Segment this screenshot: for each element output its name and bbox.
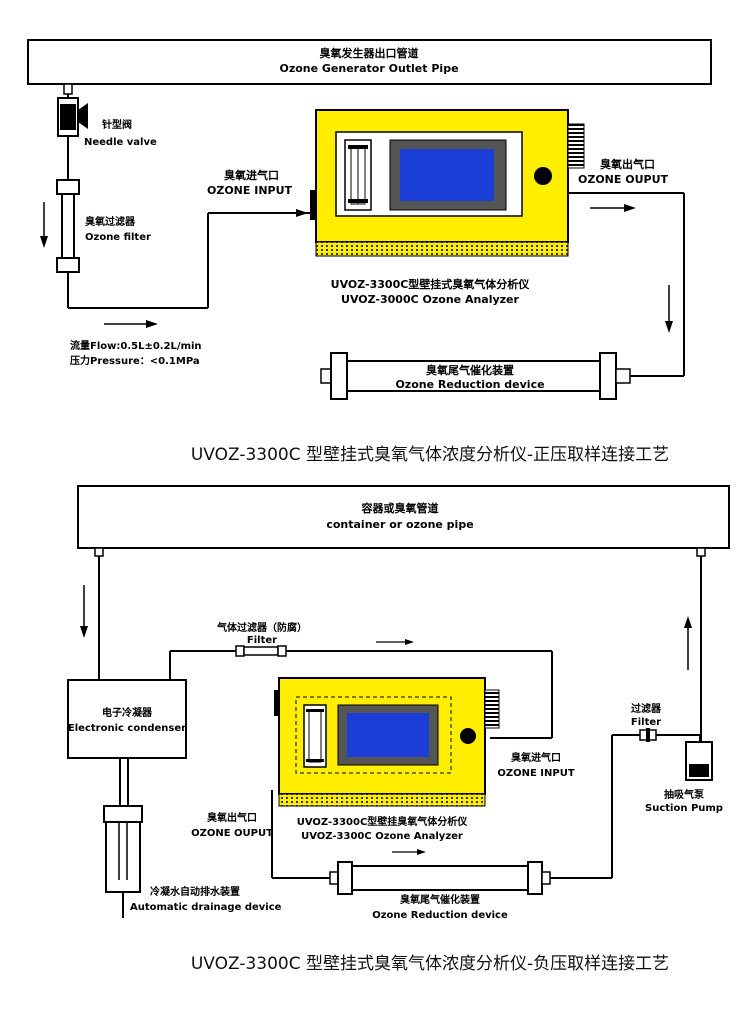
- analyzer-2-label-cn: UVOZ-3300C型壁挂臭氧气体分析仪: [297, 815, 469, 828]
- ozone-filter-label-en: Ozone filter: [85, 232, 151, 243]
- electronic-condenser: 电子冷凝器 Electronic condenser: [67, 679, 187, 759]
- flow-arrow-down-1: [40, 202, 48, 248]
- outlet-line-1: [568, 192, 685, 377]
- drainage-label-en: Automatic drainage device: [130, 902, 282, 913]
- flow-arrow-up: [684, 616, 692, 670]
- container-pipe: 容器或臭氧管道 container or ozone pipe: [77, 485, 730, 557]
- ozone-output-label-en: OZONE OUPUT: [578, 173, 669, 186]
- needle-valve-label-cn: 针型阀: [102, 118, 132, 131]
- diagram-positive-pressure: 臭氧发生器出口管道 Ozone Generator Outlet Pipe 针型…: [27, 39, 712, 465]
- ozone-reduction-device-2: 臭氧尾气催化装置 Ozone Reduction device: [329, 861, 551, 921]
- drainage-label-cn: 冷凝水自动排水装置: [150, 885, 240, 898]
- generator-pipe-label-en: Ozone Generator Outlet Pipe: [279, 62, 458, 75]
- needle-valve: 针型阀 Needle valve: [57, 97, 157, 148]
- analyzer-1-label-cn: UVOZ-3300C型壁挂式臭氧气体分析仪: [331, 277, 531, 291]
- ozone-analyzer-1: UVOZ-3300C型壁挂式臭氧气体分析仪 UVOZ-3000C Ozone A…: [310, 109, 585, 306]
- ozone-reduction-device-1: 臭氧尾气催化装置 Ozone Reduction device: [320, 352, 631, 400]
- gas-filter-label-cn: 气体过滤器（防腐）: [216, 621, 307, 634]
- reduction-1-label-en: Ozone Reduction device: [395, 378, 544, 391]
- ozone-output-2-label-cn: 臭氧出气口: [207, 811, 257, 824]
- ozone-analyzer-2: UVOZ-3300C型壁挂臭氧气体分析仪 UVOZ-3300C Ozone An…: [274, 677, 500, 842]
- output-arrow-down: [665, 285, 673, 333]
- generator-outlet-pipe: 臭氧发生器出口管道 Ozone Generator Outlet Pipe: [27, 39, 712, 85]
- generator-pipe-label-cn: 臭氧发生器出口管道: [320, 46, 419, 60]
- suction-pump-label-cn: 抽吸气泵: [664, 788, 705, 801]
- analyzer-2-label-en: UVOZ-3300C Ozone Analyzer: [301, 831, 463, 842]
- analyzer-screen-2: [347, 713, 429, 757]
- drainage-device: 冷凝水自动排水装置 Automatic drainage device: [103, 758, 282, 918]
- flow-arrow-right-3: [392, 849, 426, 855]
- analyzer-screen-1: [400, 149, 494, 201]
- analyzer-1-label-en: UVOZ-3000C Ozone Analyzer: [341, 293, 519, 306]
- flow-label: 流量Flow:0.5L±0.2L/min: [70, 339, 202, 352]
- ozone-output-2-label-en: OZONE OUPUT: [191, 828, 273, 839]
- gas-filter-label-en: Filter: [247, 635, 277, 646]
- suction-pump-label-en: Suction Pump: [645, 803, 723, 814]
- pressure-label: 压力Pressure：<0.1MPa: [70, 354, 200, 367]
- ozone-input-label-cn: 臭氧进气口: [224, 168, 279, 182]
- condenser-label-en: Electronic condenser: [68, 723, 186, 734]
- reduction-1-label-cn: 臭氧尾气催化装置: [426, 363, 514, 377]
- flow-arrow-down-2: [80, 585, 88, 638]
- input-arrow: [268, 209, 308, 217]
- caption-negative-pressure: UVOZ-3300C 型壁挂式臭氧气体浓度分析仪-负压取样连接工艺: [191, 954, 669, 974]
- condenser-to-analyzer-line: [169, 650, 553, 739]
- gas-filter: 气体过滤器（防腐） Filter: [216, 621, 307, 657]
- container-label-en: container or ozone pipe: [326, 518, 473, 531]
- pump-filter-label-en: Filter: [631, 717, 661, 728]
- suction-pump: 抽吸气泵 Suction Pump: [645, 741, 723, 814]
- diagram-negative-pressure: 容器或臭氧管道 container or ozone pipe 电子冷凝器 El…: [67, 485, 730, 974]
- caption-positive-pressure: UVOZ-3300C 型壁挂式臭氧气体浓度分析仪-正压取样连接工艺: [191, 445, 669, 465]
- reduction-2-label-cn: 臭氧尾气催化装置: [400, 893, 480, 906]
- ozone-input-label-en: OZONE INPUT: [207, 184, 293, 197]
- container-label-cn: 容器或臭氧管道: [361, 501, 439, 515]
- outlet-line-2: [271, 556, 702, 879]
- output-arrow-right: [590, 204, 636, 212]
- ozone-filter: 臭氧过滤器 Ozone filter: [56, 179, 151, 278]
- condenser-label-cn: 电子冷凝器: [102, 706, 153, 719]
- needle-valve-label-en: Needle valve: [84, 137, 157, 148]
- flow-arrow-right-1: [104, 320, 158, 328]
- ozone-filter-label-cn: 臭氧过滤器: [85, 215, 136, 228]
- pump-filter: 过滤器 Filter: [631, 702, 662, 742]
- pump-filter-label-cn: 过滤器: [631, 702, 662, 715]
- ozone-input-2-label-cn: 臭氧进气口: [511, 751, 561, 764]
- reduction-2-label-en: Ozone Reduction device: [372, 910, 508, 921]
- flow-arrow-right-2: [376, 639, 414, 645]
- ozone-output-label-cn: 臭氧出气口: [600, 157, 655, 171]
- ozone-input-2-label-en: OZONE INPUT: [497, 768, 574, 779]
